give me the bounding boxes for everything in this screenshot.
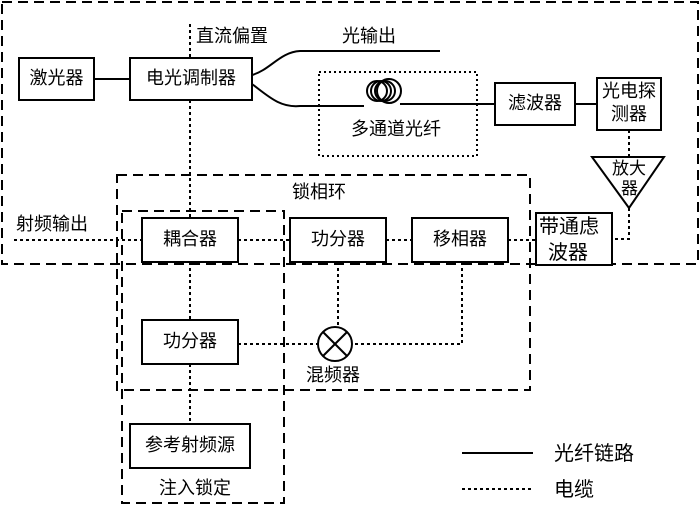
legend-cable-label: 电缆 [554,477,594,501]
multichannel-fiber-label: 多通道光纤 [351,119,441,140]
injection-locking-label: 注入锁定 [159,478,231,499]
coupler-label: 耦合器 [163,229,217,250]
bandpass-label-1: 带通虑 [539,214,599,238]
legend-fiber-label: 光纤链路 [554,441,634,465]
amplifier-label-1: 放大 [612,159,646,179]
fiber-region [318,71,478,157]
photodetector-box [596,77,662,131]
modulator-output-upper [251,50,440,76]
power-splitter-bottom-label: 功分器 [163,331,217,352]
modulator-output-lower [251,83,364,108]
phase-to-mixer-cable [352,262,463,345]
phase-shifter-box [411,217,509,263]
pll-region [116,174,531,391]
amplifier-label-2: 器 [621,179,638,199]
laser-box [18,57,95,101]
photodetector-label-1: 光电探 [602,81,656,102]
dc-bias-label: 直流偏置 [196,26,268,47]
amp-to-bandpass-cable [612,208,630,240]
rf-output-label: 射频输出 [14,214,90,235]
power-splitter-top-label: 功分器 [311,229,365,250]
optical-output-label: 光输出 [342,26,396,47]
fiber-spool [366,78,402,104]
filter-label: 滤波器 [508,93,562,114]
reference-rf-label: 参考射频源 [145,435,235,456]
reference-rf-box [129,423,251,469]
pll-label: 锁相环 [292,182,346,203]
filter-box [494,82,576,126]
bandpass-box [535,212,613,266]
eo-modulator-label: 电光调制器 [146,68,236,89]
outer-loop-region [1,1,699,265]
power-splitter-bottom-box [141,319,239,365]
injection-lock-region [121,210,285,504]
mixer-label: 混频器 [306,365,360,386]
phase-shifter-label: 移相器 [433,229,487,250]
bandpass-label-2: 波器 [548,240,588,264]
laser-label: 激光器 [29,68,84,89]
photodetector-label-2: 测器 [611,104,647,125]
